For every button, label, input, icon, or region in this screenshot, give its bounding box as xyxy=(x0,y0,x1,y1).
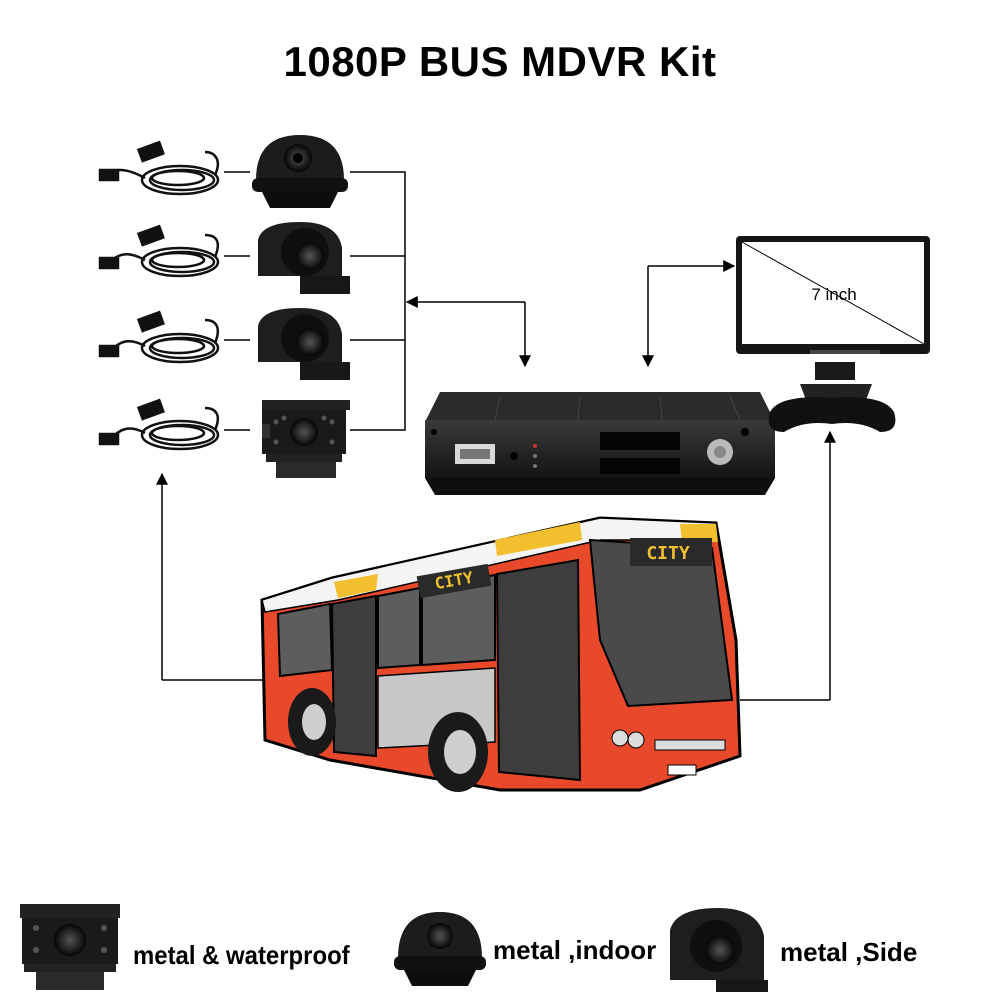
dome-camera xyxy=(252,135,348,208)
cable-group xyxy=(98,140,220,451)
side-camera-2 xyxy=(258,308,350,380)
page-title: 1080P BUS MDVR Kit xyxy=(283,38,717,85)
mdvr-recorder xyxy=(425,392,775,495)
city-bus: CITY CITY xyxy=(260,516,742,792)
side-camera-icon xyxy=(670,908,768,992)
cable-camera-links xyxy=(224,171,250,431)
side-camera-1 xyxy=(258,222,350,294)
cable-2 xyxy=(98,224,220,278)
cable-4 xyxy=(98,398,220,451)
cable-1 xyxy=(98,140,220,196)
front-destination-sign xyxy=(630,538,712,566)
sd-card-slot-2 xyxy=(600,458,680,474)
caption-side: metal ,Side xyxy=(780,937,918,967)
front-wheel xyxy=(428,712,488,792)
sd-card-slot-1 xyxy=(600,432,680,450)
waterproof-camera xyxy=(262,400,350,478)
cable-3 xyxy=(98,310,220,364)
monitor-7-inch xyxy=(736,236,930,432)
monitor-size-label: 7 inch xyxy=(811,285,856,304)
waterproof-camera-icon xyxy=(20,904,120,990)
side-destination-sign xyxy=(416,563,492,599)
caption-indoor: metal ,indoor xyxy=(493,935,657,965)
front-sign-text: CITY xyxy=(646,543,690,564)
dome-camera-icon xyxy=(394,912,486,986)
rear-wheel xyxy=(288,688,336,756)
connection-lines xyxy=(156,171,836,701)
caption-waterproof: metal & waterproof xyxy=(133,940,350,970)
